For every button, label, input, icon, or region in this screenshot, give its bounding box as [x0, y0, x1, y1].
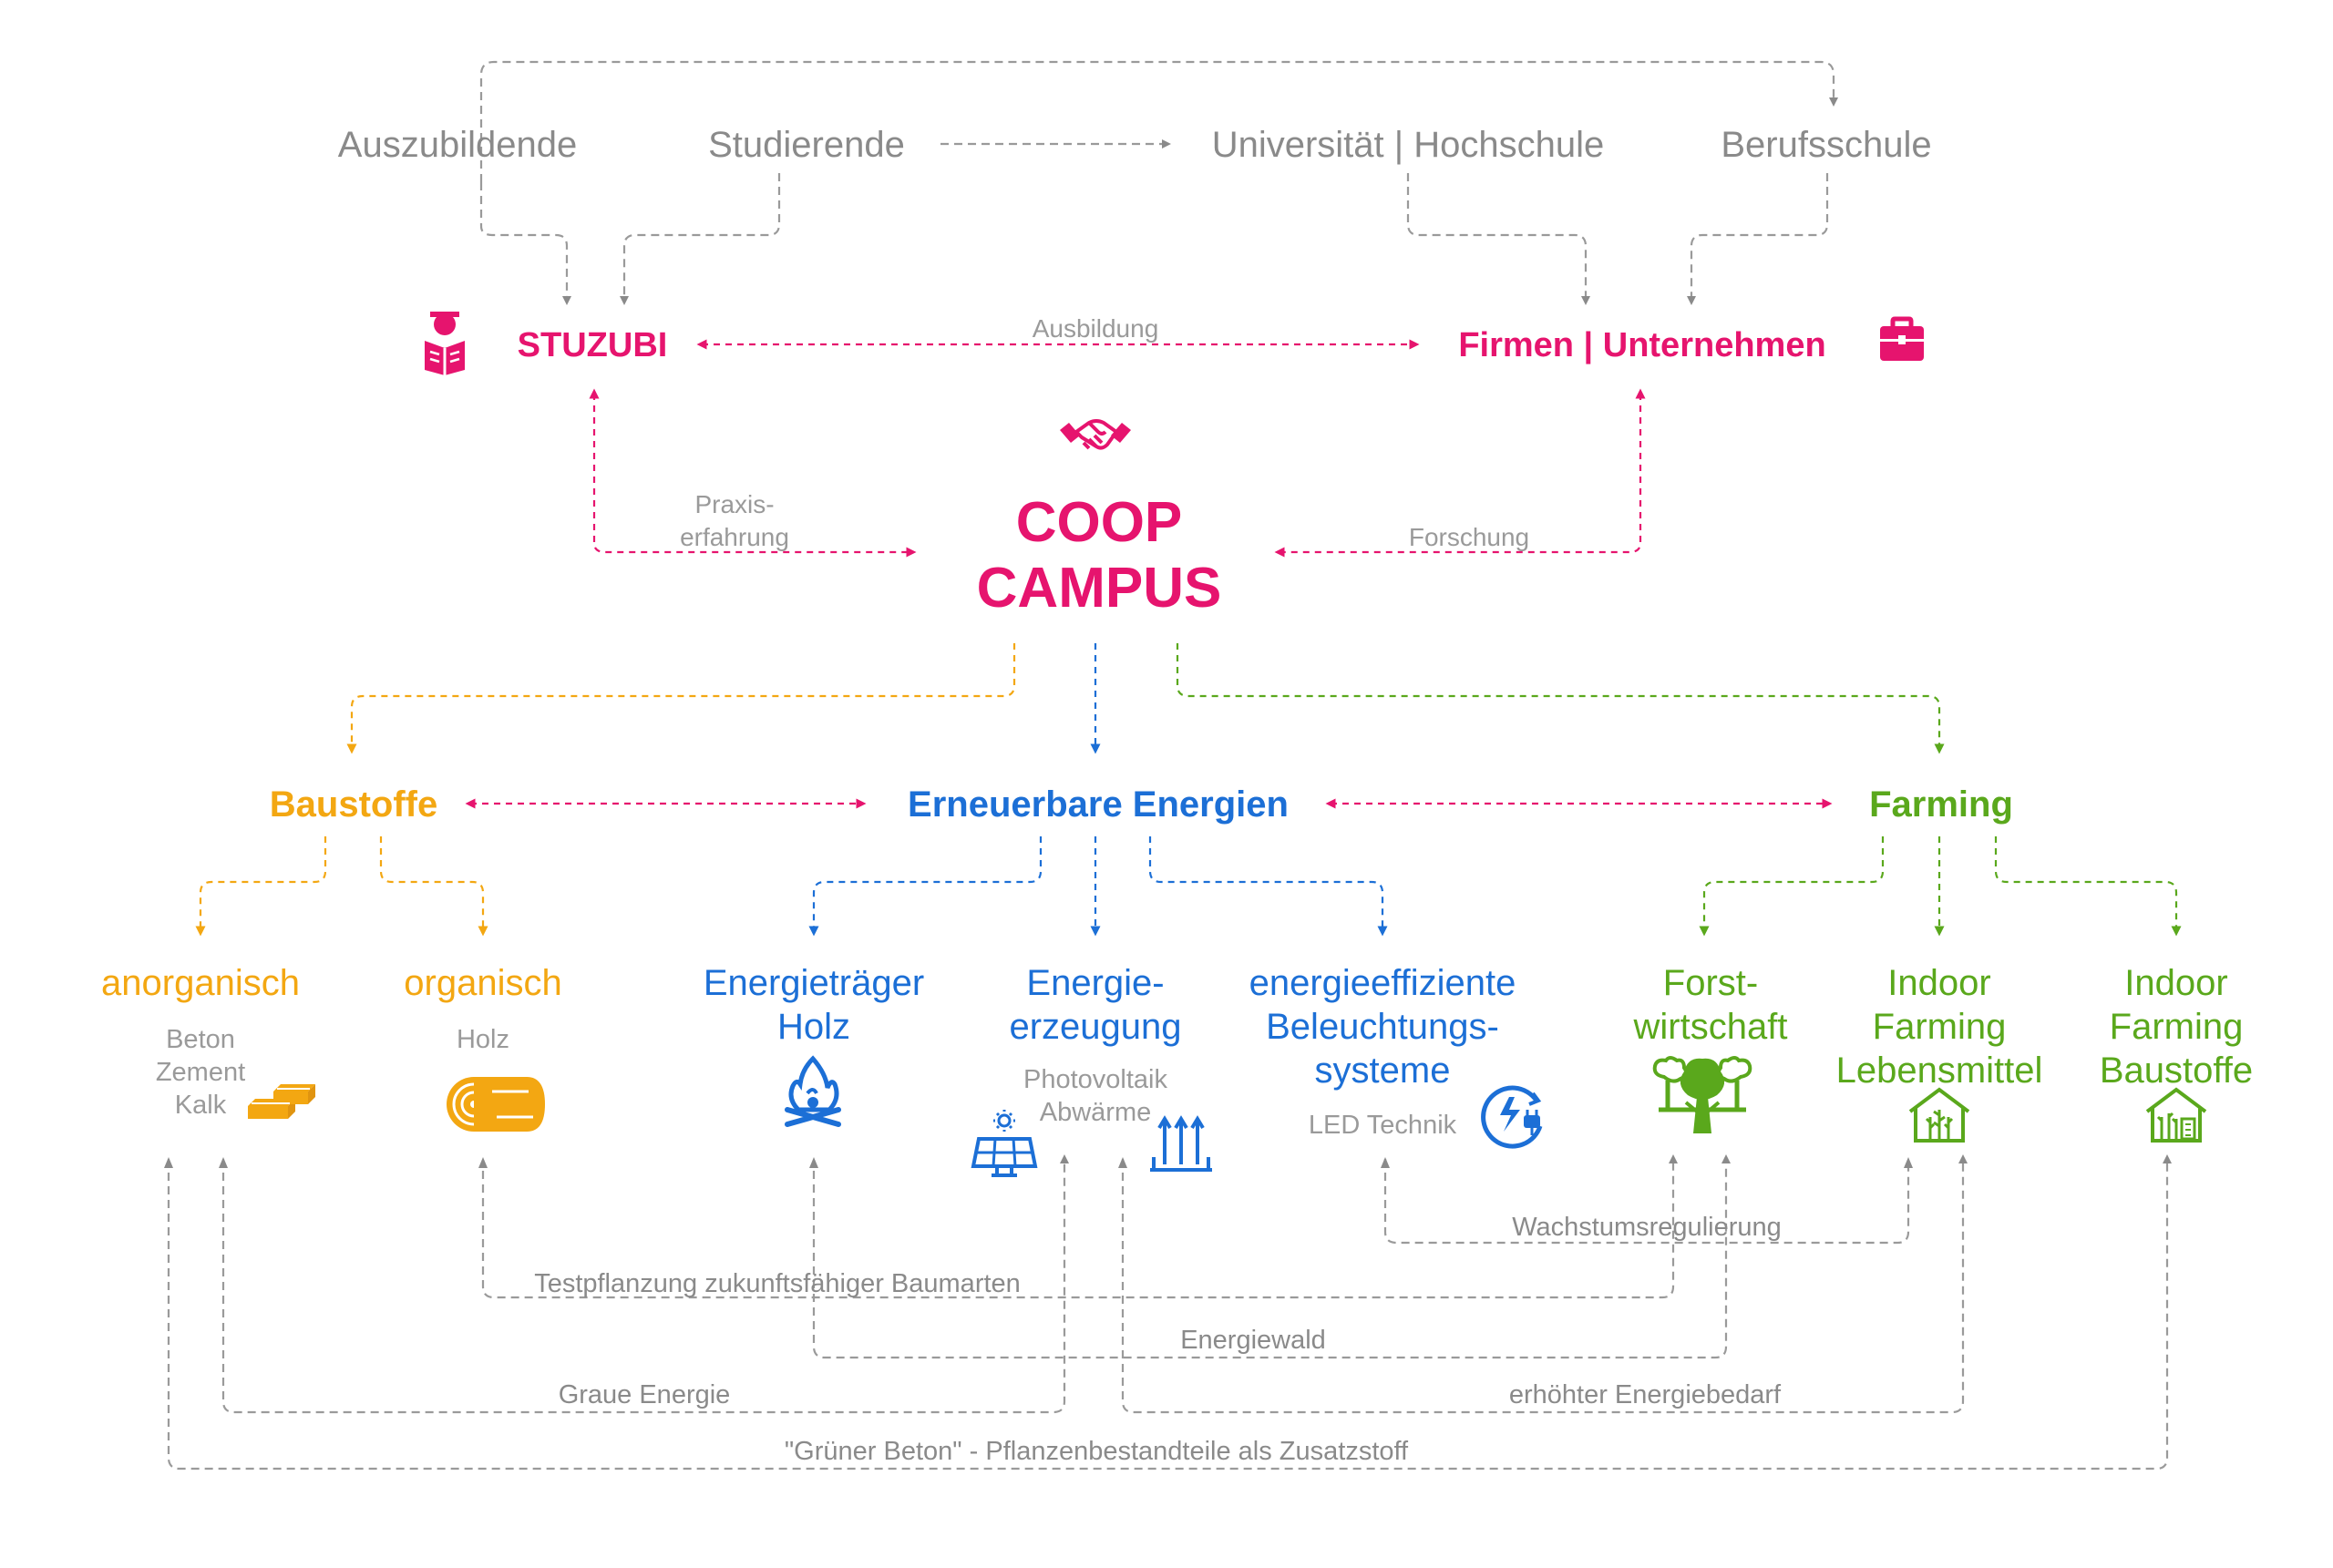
label-auszubildende: Auszubildende — [338, 125, 577, 165]
item-abwaerme: Abwärme — [1040, 1098, 1152, 1127]
pink-connectors — [465, 339, 1833, 809]
trees-icon — [1652, 1056, 1752, 1133]
sub-indoor-leb-2: Farming — [1873, 1007, 2007, 1047]
category-baustoffe: Baustoffe — [270, 784, 437, 825]
item-led: LED Technik — [1309, 1111, 1457, 1140]
relation-wachstum: Wachstumsregulierung — [1512, 1213, 1782, 1242]
sub-beleuchtung-2: Beleuchtungs- — [1266, 1007, 1499, 1047]
heat-waves-icon — [1150, 1115, 1212, 1172]
sub-indoor-leb-1: Indoor — [1887, 963, 1990, 1003]
sub-indoor-leb-3: Lebensmittel — [1836, 1050, 2043, 1091]
item-kalk: Kalk — [175, 1091, 227, 1120]
log-icon — [447, 1077, 545, 1132]
coop-title-1: COOP — [1016, 491, 1183, 554]
sub-indoor-bau-3: Baustoffe — [2100, 1050, 2253, 1091]
led-plug-icon — [1481, 1085, 1543, 1149]
sub-forst-2: wirtschaft — [1633, 1007, 1788, 1047]
category-connectors — [195, 643, 2182, 937]
label-stuzubi: STUZUBI — [518, 326, 668, 364]
relation-energiebedarf: erhöhter Energiebedarf — [1509, 1380, 1782, 1409]
sub-indoor-bau-2: Farming — [2110, 1007, 2244, 1047]
sub-anorganisch: anorganisch — [101, 963, 300, 1003]
sub-energietraeger-2: Holz — [777, 1007, 850, 1047]
label-berufsschule: Berufsschule — [1721, 125, 1931, 165]
sub-organisch: organisch — [404, 963, 561, 1003]
sub-energietraeger-1: Energieträger — [704, 963, 924, 1003]
label-studierende: Studierende — [708, 125, 905, 165]
relation-energiewald: Energiewald — [1180, 1326, 1326, 1355]
label-ausbildung: Ausbildung — [1033, 314, 1159, 343]
sub-erzeugung-1: Energie- — [1026, 963, 1164, 1003]
item-photovoltaik: Photovoltaik — [1023, 1065, 1167, 1094]
category-farming: Farming — [1869, 784, 2013, 825]
top-connectors — [479, 60, 1838, 305]
coop-title-2: CAMPUS — [977, 557, 1222, 620]
item-beton: Beton — [166, 1025, 235, 1054]
sub-beleuchtung-3: systeme — [1315, 1050, 1451, 1091]
greenhouse-plants-icon — [1908, 1087, 1970, 1143]
item-holz: Holz — [457, 1025, 509, 1054]
label-universitaet: Universität | Hochschule — [1212, 125, 1605, 165]
campfire-icon — [785, 1055, 841, 1127]
item-zement: Zement — [156, 1058, 245, 1087]
sub-beleuchtung-1: energieeffiziente — [1249, 963, 1516, 1003]
relation-connectors — [164, 1154, 2172, 1471]
greenhouse-building-icon — [2145, 1087, 2207, 1143]
student-reading-icon — [425, 312, 465, 375]
solar-panel-icon — [971, 1110, 1038, 1177]
relation-graue-energie: Graue Energie — [559, 1380, 731, 1409]
label-praxis-2: erfahrung — [680, 523, 789, 551]
briefcase-icon — [1880, 316, 1924, 361]
sub-forst-1: Forst- — [1663, 963, 1758, 1003]
gold-bars-icon — [248, 1084, 315, 1119]
relation-testpflanzung: Testpflanzung zukunftsfähiger Baumarten — [534, 1269, 1021, 1298]
category-energien: Erneuerbare Energien — [908, 784, 1289, 825]
relation-gruener-beton: "Grüner Beton" - Pflanzenbestandteile al… — [785, 1437, 1409, 1466]
label-forschung: Forschung — [1409, 523, 1529, 551]
label-praxis-1: Praxis- — [694, 490, 774, 518]
handshake-icon — [1060, 419, 1131, 450]
sub-erzeugung-2: erzeugung — [1009, 1007, 1181, 1047]
sub-indoor-bau-1: Indoor — [2124, 963, 2227, 1003]
label-firmen: Firmen | Unternehmen — [1458, 326, 1825, 364]
